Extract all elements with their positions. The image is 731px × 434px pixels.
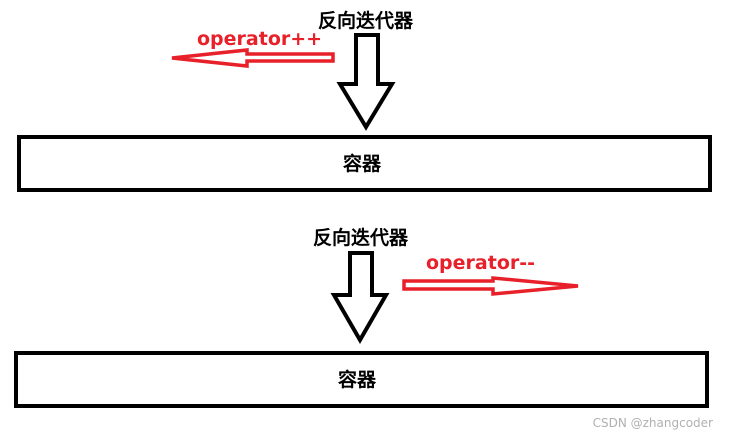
bottom-right-arrow-icon [402,276,579,296]
top-container-box [17,135,712,192]
bottom-panel: 反向迭代器 operator-- 容器 [14,226,709,408]
bottom-operator-label: operator-- [426,252,535,274]
bottom-container-label: 容器 [338,368,377,391]
bottom-down-arrow-icon [330,251,390,344]
top-panel: 反向迭代器 operator++ 容器 [17,9,712,192]
bottom-container-box [14,351,709,408]
top-iterator-label: 反向迭代器 [318,9,414,32]
bottom-iterator-label: 反向迭代器 [313,226,409,249]
top-container-label: 容器 [343,152,382,175]
watermark: CSDN @zhangcoder [592,416,713,430]
top-left-arrow-icon [171,48,335,68]
top-down-arrow-icon [336,33,396,131]
top-operator-label: operator++ [197,28,322,50]
